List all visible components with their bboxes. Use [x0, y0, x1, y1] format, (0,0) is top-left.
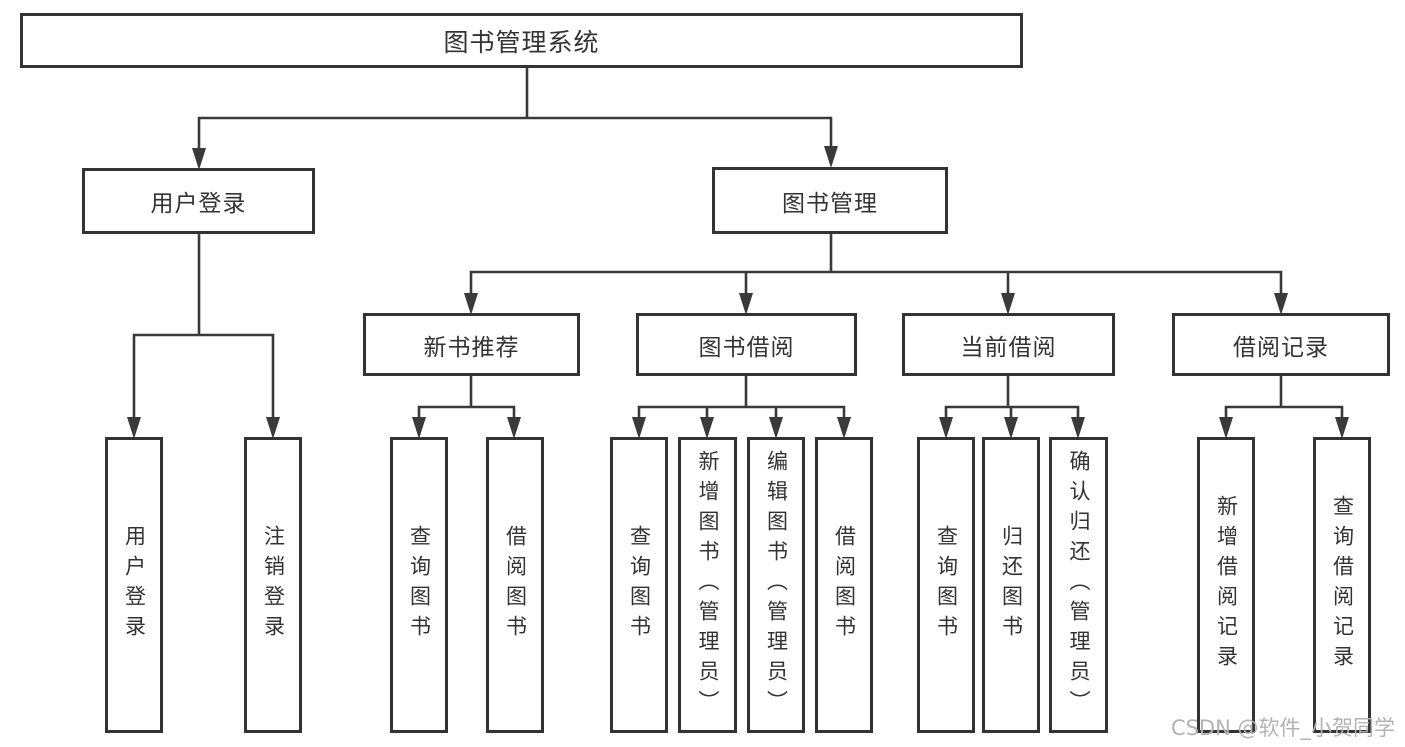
- arrow-down-icon: [1219, 417, 1233, 439]
- arrow-down-icon: [412, 417, 426, 439]
- arrowhead-icons: [127, 146, 1349, 439]
- node-root: 图书管理系统: [20, 13, 1023, 68]
- leaf-records-add-record: 新增借阅记录: [1197, 437, 1255, 733]
- arrow-down-icon: [632, 417, 646, 439]
- leaf-recommend-query-books: 查询图书: [390, 437, 448, 733]
- node-user-login: 用户登录: [82, 168, 315, 234]
- arrow-down-icon: [507, 417, 521, 439]
- arrow-down-icon: [1004, 417, 1018, 439]
- arrow-down-icon: [1274, 293, 1288, 315]
- node-book-management: 图书管理: [712, 167, 948, 234]
- arrow-down-icon: [464, 293, 478, 315]
- watermark: CSDN @软件_小贺同学: [1170, 716, 1395, 740]
- leaf-logout: 注销登录: [244, 437, 302, 733]
- leaf-borrow-borrow-books: 借阅图书: [815, 437, 873, 733]
- connector-lines: [132, 38, 1344, 421]
- node-borrow-records: 借阅记录: [1172, 313, 1390, 376]
- arrow-down-icon: [192, 148, 206, 170]
- arrow-down-icon: [824, 146, 838, 168]
- leaf-current-return-books: 归还图书: [982, 437, 1040, 733]
- leaf-records-query-record: 查询借阅记录: [1313, 437, 1371, 733]
- arrow-down-icon: [939, 417, 953, 439]
- node-new-book-recommend: 新书推荐: [363, 313, 580, 376]
- arrow-down-icon: [739, 293, 753, 315]
- arrow-down-icon: [127, 417, 141, 439]
- arrow-down-icon: [769, 417, 783, 439]
- node-current-borrow: 当前借阅: [902, 313, 1115, 376]
- arrow-down-icon: [837, 417, 851, 439]
- leaf-borrow-add-books-admin: 新增图书（管理员）: [678, 437, 737, 733]
- leaf-borrow-edit-books-admin: 编辑图书（管理员）: [747, 437, 805, 733]
- leaf-current-query-books: 查询图书: [917, 437, 975, 733]
- arrow-down-icon: [1335, 417, 1349, 439]
- leaf-borrow-query-books: 查询图书: [610, 437, 668, 733]
- arrow-down-icon: [1071, 417, 1085, 439]
- node-book-borrow: 图书借阅: [636, 313, 857, 376]
- leaf-recommend-borrow-books: 借阅图书: [486, 437, 544, 733]
- arrow-down-icon: [1001, 293, 1015, 315]
- leaf-user-login: 用户登录: [105, 437, 163, 733]
- leaf-current-confirm-return-admin: 确认归还（管理员）: [1049, 437, 1108, 733]
- arrow-down-icon: [266, 417, 280, 439]
- arrow-down-icon: [700, 417, 714, 439]
